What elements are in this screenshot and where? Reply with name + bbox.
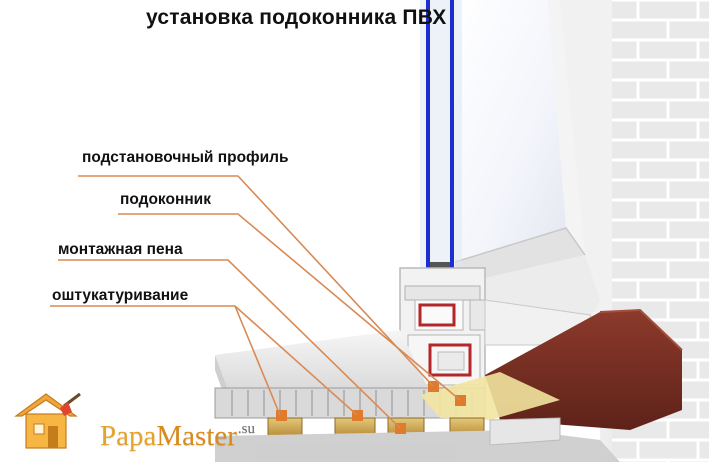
double-glazing (420, 0, 462, 284)
leader-line-profile (78, 175, 434, 387)
leader-lines (50, 175, 461, 429)
diagram-title: установка подоконника ПВХ (146, 6, 447, 29)
site-logo: PapaMaster.su (100, 420, 255, 453)
label-plastering: оштукатуривание (52, 287, 189, 304)
callout-markers (276, 381, 466, 434)
label-substitute-profile: подстановочный профиль (82, 149, 289, 166)
house-brush-icon (14, 392, 81, 449)
logo-part-master: Master (156, 420, 237, 452)
window-frame (454, 0, 600, 330)
label-mounting-foam: монтажная пена (58, 241, 183, 258)
leader-line-sill (118, 213, 461, 401)
label-window-sill: подоконник (120, 191, 211, 208)
logo-suffix: .su (237, 421, 255, 437)
concrete-base (215, 417, 620, 462)
leader-line-plaster-2 (234, 305, 281, 416)
logo-part-papa: Papa (100, 420, 157, 452)
mounting-foam (420, 372, 560, 420)
leader-line-foam (58, 259, 401, 429)
